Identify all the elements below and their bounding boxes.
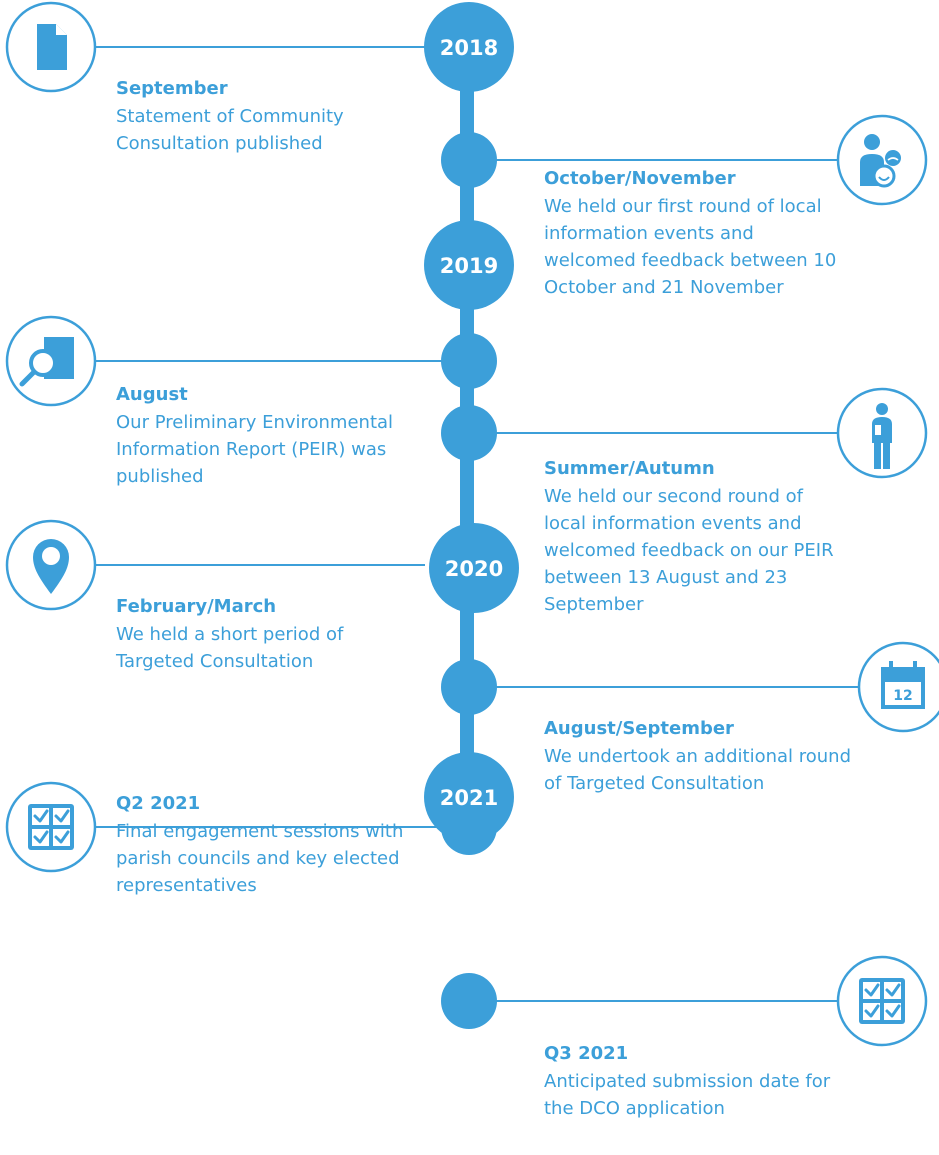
event-q3-2021: Q3 2021 Anticipated submission date for …: [544, 1040, 834, 1122]
event-summer-autumn: Summer/Autumn We held our second round o…: [544, 455, 844, 618]
event-description: We held our first round of local informa…: [544, 196, 837, 298]
event-description: We undertook an additional round of Targ…: [544, 746, 852, 794]
year-2019-marker: 2019: [424, 220, 514, 310]
event-date: August: [116, 384, 188, 405]
map-pin-icon: [5, 519, 97, 611]
event-dot-august: [441, 333, 497, 389]
document-icon: [5, 1, 97, 93]
year-label-2018: 2018: [440, 36, 498, 60]
event-date: September: [116, 78, 228, 99]
year-2021-marker: 2021: [424, 752, 514, 842]
event-description: Statement of Community Consultation publ…: [116, 106, 344, 154]
year-2020-marker: 2020: [429, 523, 519, 613]
event-dot-aug-sep: [441, 659, 497, 715]
magnifier-document-icon: [5, 315, 97, 407]
people-icon: [836, 114, 928, 206]
event-aug-sep: August/September We undertook an additio…: [544, 715, 874, 797]
connector-lines: [95, 46, 859, 1002]
year-label-2021: 2021: [440, 786, 498, 810]
year-2018-marker: 2018: [424, 2, 514, 92]
checklist-icon: [836, 955, 928, 1047]
event-description: Anticipated submission date for the DCO …: [544, 1071, 831, 1119]
event-date: August/September: [544, 718, 734, 739]
event-dot-oct-nov: [441, 132, 497, 188]
event-feb-march: February/March We held a short period of…: [116, 593, 406, 675]
year-label-2020: 2020: [445, 557, 503, 581]
event-q2-2021: Q2 2021 Final engagement sessions with p…: [116, 790, 426, 899]
event-date: February/March: [116, 596, 277, 617]
event-dot-summer-autumn: [441, 405, 497, 461]
event-oct-nov: October/November We held our first round…: [544, 165, 844, 301]
person-icon: [836, 387, 928, 479]
checklist-icon: [5, 781, 97, 873]
event-date: Summer/Autumn: [544, 458, 715, 479]
event-description: We held a short period of Targeted Consu…: [116, 624, 344, 672]
event-august: August Our Preliminary Environmental Inf…: [116, 381, 416, 490]
event-september: September Statement of Community Consult…: [116, 75, 406, 157]
calendar-icon-date: 12: [893, 688, 912, 704]
year-label-2019: 2019: [440, 254, 498, 278]
event-description: Our Preliminary Environmental Informatio…: [116, 412, 394, 487]
event-description: Final engagement sessions with parish co…: [116, 821, 404, 896]
calendar-icon: 12: [857, 641, 939, 733]
event-date: Q3 2021: [544, 1043, 629, 1064]
event-date: Q2 2021: [116, 793, 201, 814]
event-dot-q3-2021: [441, 973, 497, 1029]
event-date: October/November: [544, 168, 736, 189]
event-description: We held our second round of local inform…: [544, 486, 834, 615]
